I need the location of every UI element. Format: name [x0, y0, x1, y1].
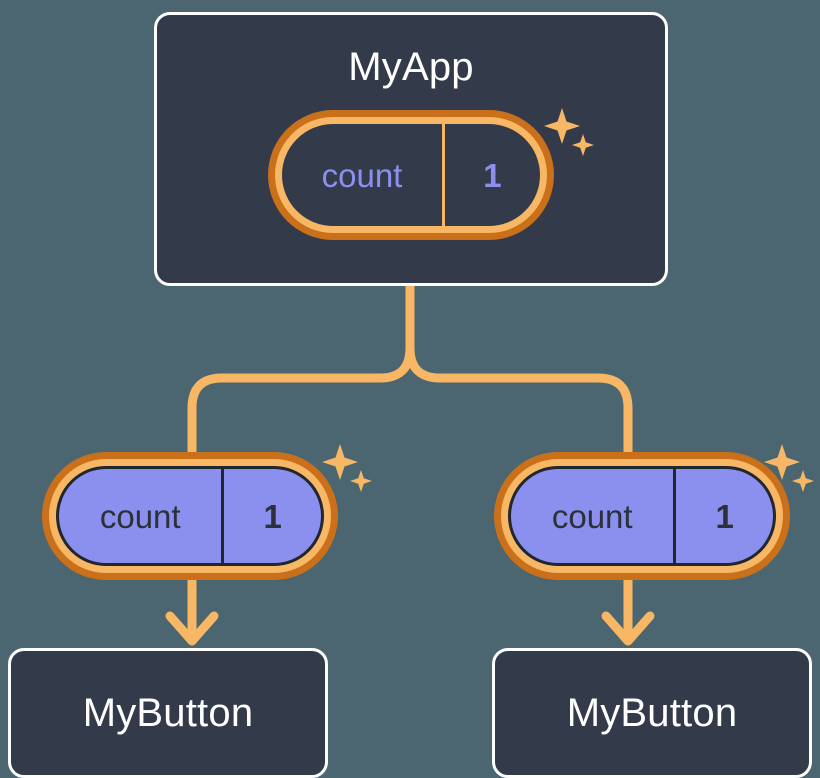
state-value: 1 — [441, 124, 540, 226]
state-value: 1 — [673, 469, 773, 563]
state-pill-body: count 1 — [56, 466, 324, 566]
connector-branch-right — [405, 343, 633, 467]
component-title-myapp: MyApp — [348, 45, 474, 89]
state-pill-body: count 1 — [508, 466, 776, 566]
state-label: count — [551, 497, 633, 535]
connector-branch-left — [187, 343, 415, 467]
component-card-mybutton-left[interactable]: MyButton — [8, 648, 328, 778]
large-sparkle-icon — [322, 444, 358, 480]
state-pill-myapp[interactable]: count 1 — [268, 110, 554, 240]
component-title-mybutton-left: MyButton — [82, 691, 254, 735]
component-title-mybutton-right: MyButton — [566, 691, 738, 735]
state-value: 1 — [221, 469, 321, 563]
small-sparkle-icon — [350, 470, 372, 492]
small-sparkle-icon — [792, 470, 814, 492]
state-label: count — [321, 156, 403, 194]
state-label: count — [99, 497, 181, 535]
connector-arrow-right-head — [601, 611, 655, 646]
state-pill-ring: count 1 — [501, 459, 783, 573]
state-pill-right[interactable]: count 1 — [494, 452, 790, 580]
state-pill-ring: count 1 — [275, 117, 547, 233]
state-pill-ring: count 1 — [49, 459, 331, 573]
connector-arrow-left-head — [165, 611, 219, 646]
state-pill-body: count 1 — [282, 124, 540, 226]
state-pill-left[interactable]: count 1 — [42, 452, 338, 580]
component-card-mybutton-right[interactable]: MyButton — [492, 648, 812, 778]
